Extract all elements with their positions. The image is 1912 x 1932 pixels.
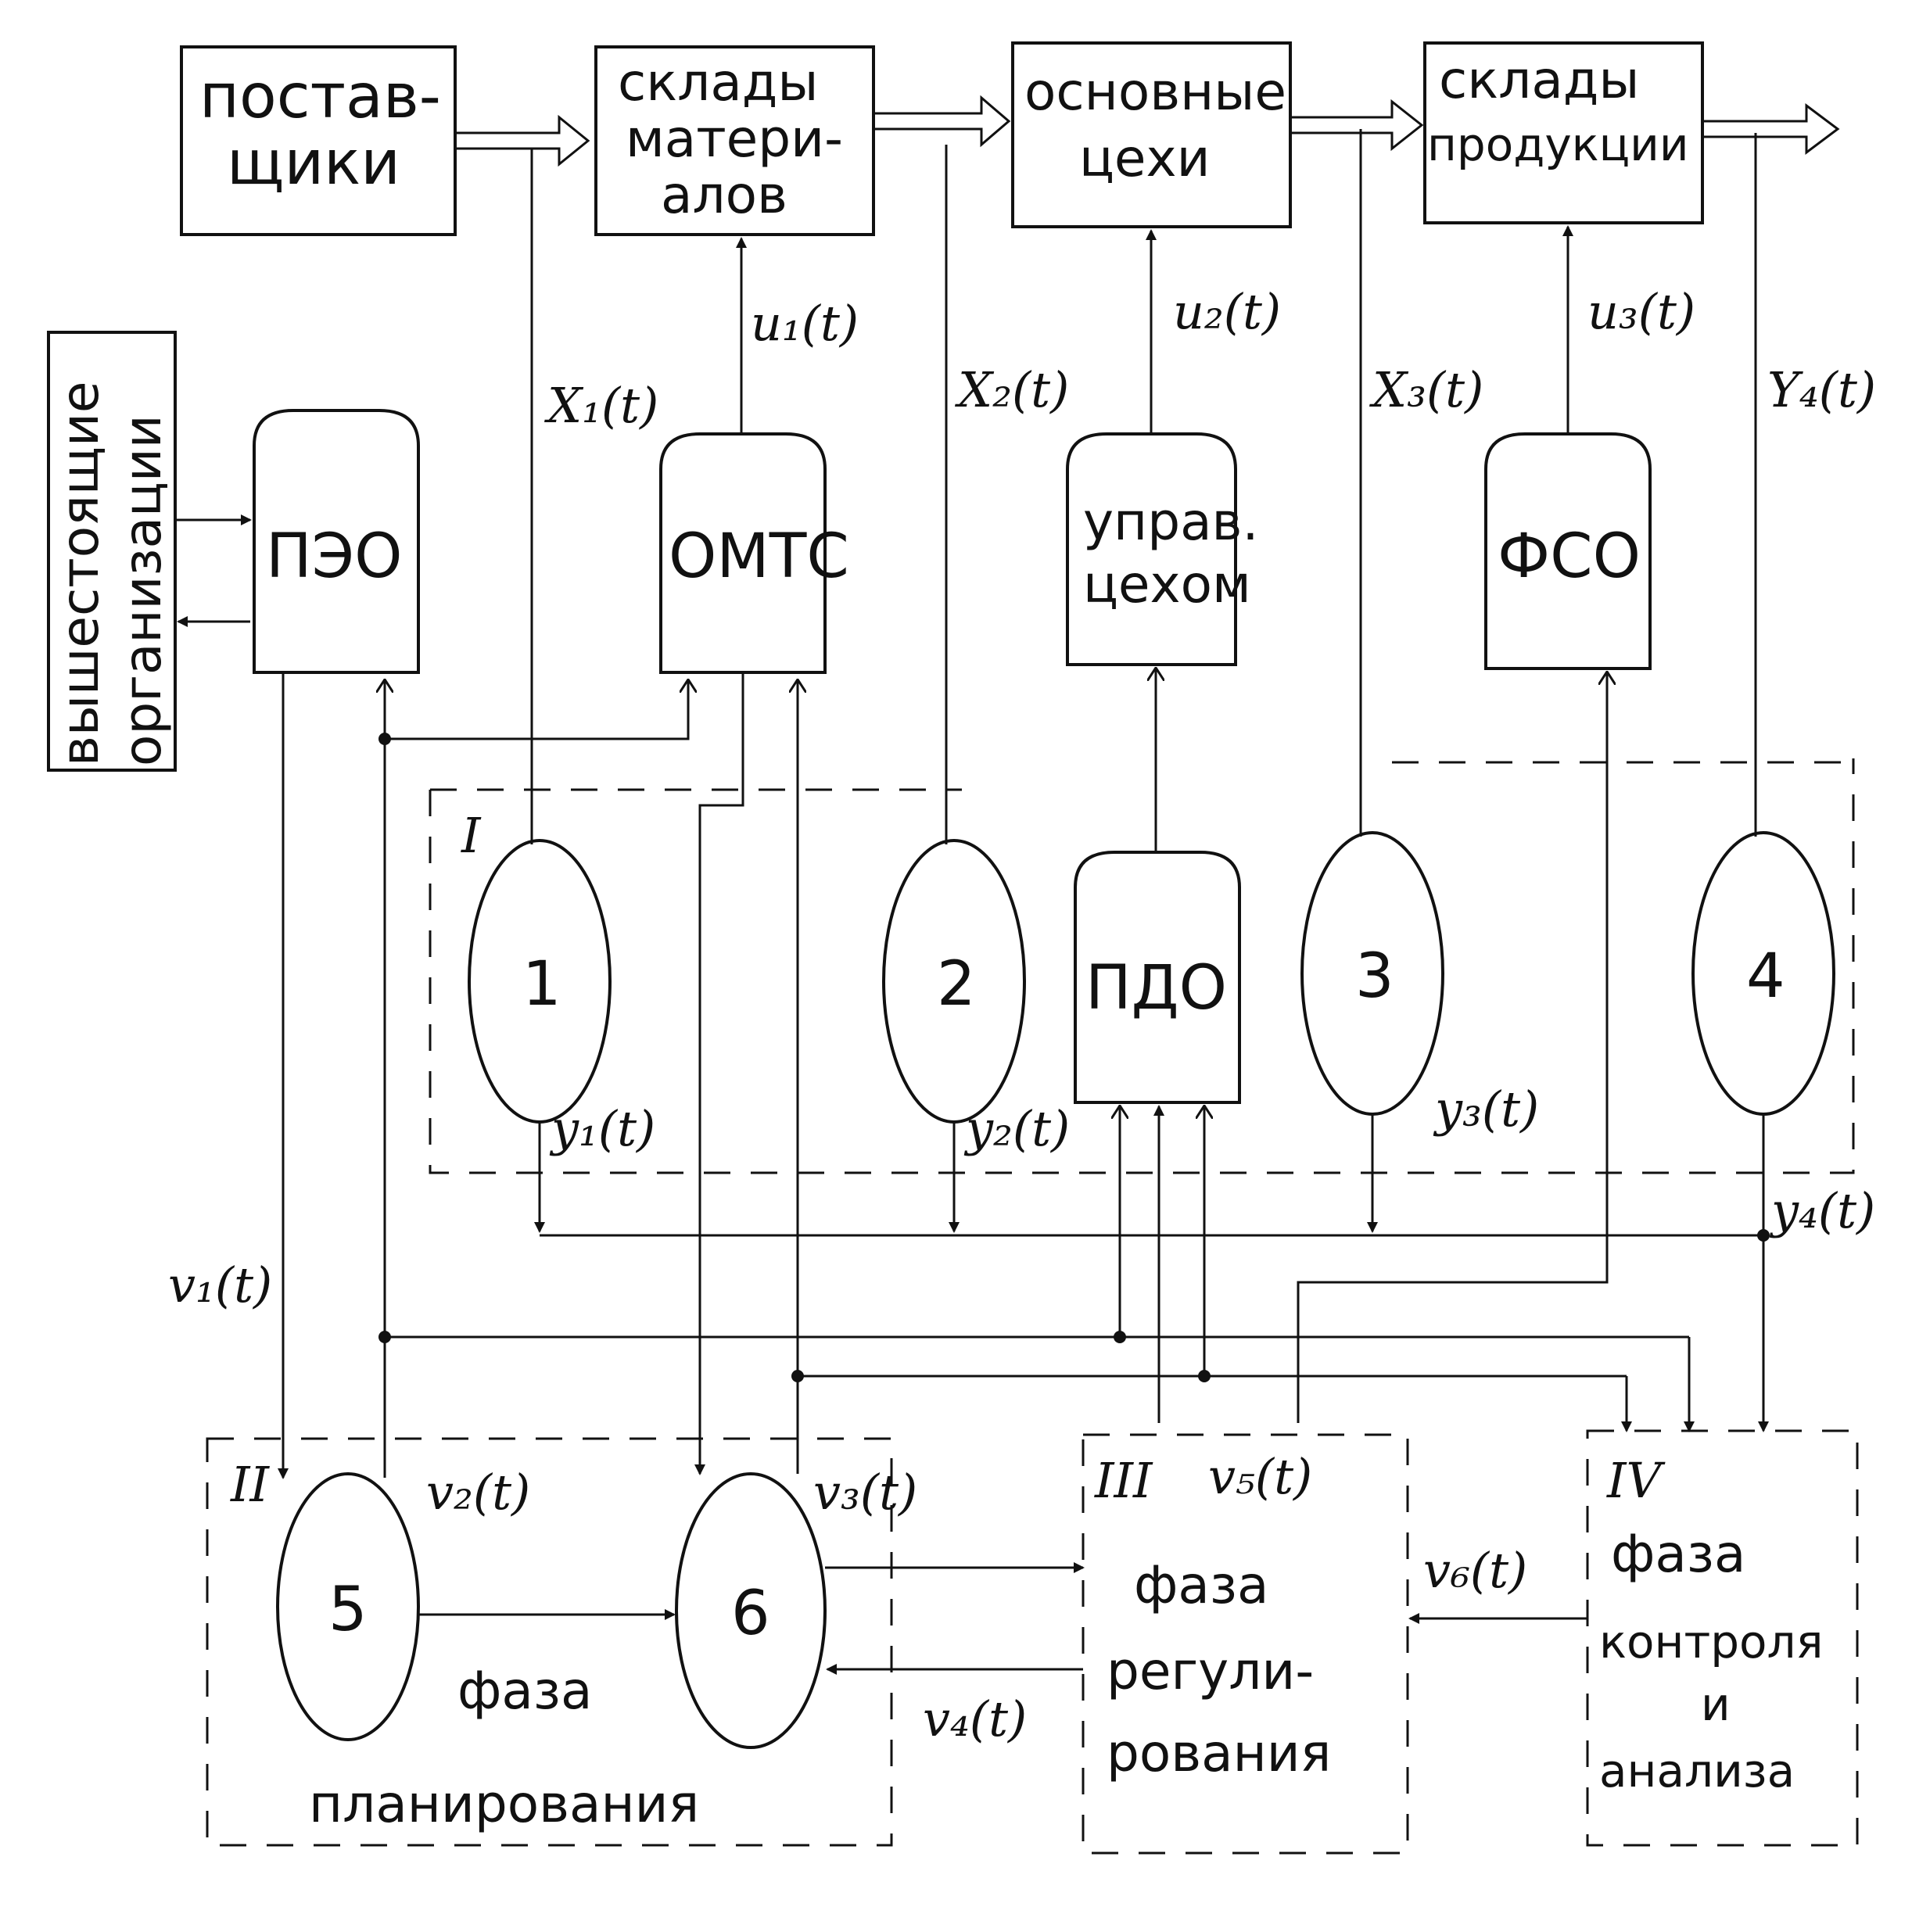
zone-1-label: I <box>461 807 482 864</box>
block-higher-organizations: вышестоящие организации <box>47 331 177 772</box>
block-suppliers: постав- щики <box>180 45 457 236</box>
node-3: 3 <box>1300 831 1444 1116</box>
flow-arrows <box>455 95 1840 167</box>
control-line-3: и <box>1701 1678 1731 1731</box>
node-2-label: 2 <box>937 949 976 1020</box>
shop-mgmt-line-2: цехом <box>1083 554 1251 615</box>
label-v4: v₄(t) <box>923 1690 1027 1747</box>
zone-3-label: III <box>1094 1452 1153 1509</box>
arrow-omts-to-6 <box>694 672 744 1475</box>
block-main-shops: основные цехи <box>1011 41 1292 228</box>
materials-line-2: матери- <box>626 109 843 169</box>
arrow-v2-to-omts <box>385 680 688 740</box>
dept-shop-management: управ. цехом <box>1066 432 1258 666</box>
junction-dot <box>1114 1331 1126 1343</box>
junction-dot <box>791 1370 804 1382</box>
materials-line-1: склады <box>618 52 819 113</box>
label-x1: X₁(t) <box>544 377 658 434</box>
main-shops-line-1: основные <box>1024 62 1286 122</box>
label-y1: y₁(t) <box>549 1100 655 1157</box>
dept-peo: ПЭО <box>253 409 420 674</box>
label-u1: u₁(t) <box>751 295 859 352</box>
regulation-line-1: фаза <box>1134 1555 1268 1615</box>
node-6: 6 <box>675 1472 827 1749</box>
junction-dot <box>378 1331 391 1343</box>
planning-line-2: планирования <box>309 1774 699 1834</box>
phase-planning: фаза планирования <box>309 1661 699 1834</box>
block-materials-warehouses: склады матери- алов <box>594 45 875 236</box>
node-5-label: 5 <box>328 1575 368 1645</box>
products-line-1: склады <box>1439 50 1640 110</box>
label-v2: v₂(t) <box>426 1464 530 1521</box>
higher-orgs-line-2: организации <box>113 414 173 766</box>
zone-2-label: II <box>230 1456 270 1513</box>
pdo-label: ПДО <box>1085 953 1227 1023</box>
control-line-4: анализа <box>1599 1744 1795 1798</box>
label-y2: y₂(t) <box>963 1100 1070 1157</box>
node-5: 5 <box>276 1472 420 1741</box>
peo-label: ПЭО <box>266 522 403 592</box>
phase-control: фаза контроля и анализа <box>1599 1524 1824 1798</box>
label-y4: y₄(t) <box>1769 1182 1875 1239</box>
label-x2: X₂(t) <box>955 361 1069 418</box>
products-line-2: продукции <box>1427 118 1689 171</box>
planning-line-1: фаза <box>457 1661 592 1721</box>
junction-dot <box>1198 1370 1211 1382</box>
dept-pdo: ПДО <box>1074 851 1241 1104</box>
label-v3: v₃(t) <box>813 1464 917 1521</box>
label-y3: y₃(t) <box>1433 1081 1539 1138</box>
label-u2: u₂(t) <box>1173 283 1281 340</box>
node-4-label: 4 <box>1746 941 1785 1012</box>
higher-orgs-line-1: вышестоящие <box>50 382 110 767</box>
phase-regulation: фаза регули- рования <box>1107 1555 1331 1783</box>
fso-label: ФСО <box>1498 522 1641 592</box>
regulation-line-2: регули- <box>1107 1641 1314 1701</box>
label-u3: u₃(t) <box>1587 283 1695 340</box>
zone-frame-3 <box>1082 1433 1409 1855</box>
arrow-to-fso <box>1297 672 1607 1423</box>
node-1-label: 1 <box>522 949 561 1020</box>
node-4: 4 <box>1691 831 1835 1116</box>
dept-fso: ФСО <box>1484 432 1652 670</box>
suppliers-line-1: постав- <box>199 62 441 132</box>
dept-omts: ОМТС <box>659 432 849 674</box>
suppliers-line-2: щики <box>227 128 400 199</box>
node-3-label: 3 <box>1355 941 1394 1012</box>
zone-4-label: IV <box>1606 1452 1666 1509</box>
zone-frame-2 <box>206 1437 893 1847</box>
control-line-2: контроля <box>1599 1615 1824 1669</box>
control-line-1: фаза <box>1611 1524 1745 1584</box>
block-product-warehouses: склады продукции <box>1423 41 1704 224</box>
materials-line-3: алов <box>661 165 787 225</box>
label-v6: v₆(t) <box>1423 1542 1527 1599</box>
node-6-label: 6 <box>731 1579 770 1649</box>
zone-frame-4 <box>1586 1429 1859 1847</box>
zone-frame-1 <box>429 758 1855 1174</box>
omts-label: ОМТС <box>669 522 849 592</box>
main-shops-line-2: цехи <box>1079 128 1210 188</box>
label-y4-top: Y₄(t) <box>1767 361 1876 418</box>
label-x3: X₃(t) <box>1369 361 1483 418</box>
label-v5: v₅(t) <box>1208 1448 1312 1505</box>
shop-mgmt-line-1: управ. <box>1083 492 1258 552</box>
label-v1: v₁(t) <box>168 1256 272 1314</box>
regulation-line-3: рования <box>1107 1723 1331 1783</box>
junction-dot <box>1757 1229 1770 1242</box>
node-2: 2 <box>882 839 1026 1124</box>
junction-dot <box>378 733 391 745</box>
node-1: 1 <box>468 839 612 1124</box>
